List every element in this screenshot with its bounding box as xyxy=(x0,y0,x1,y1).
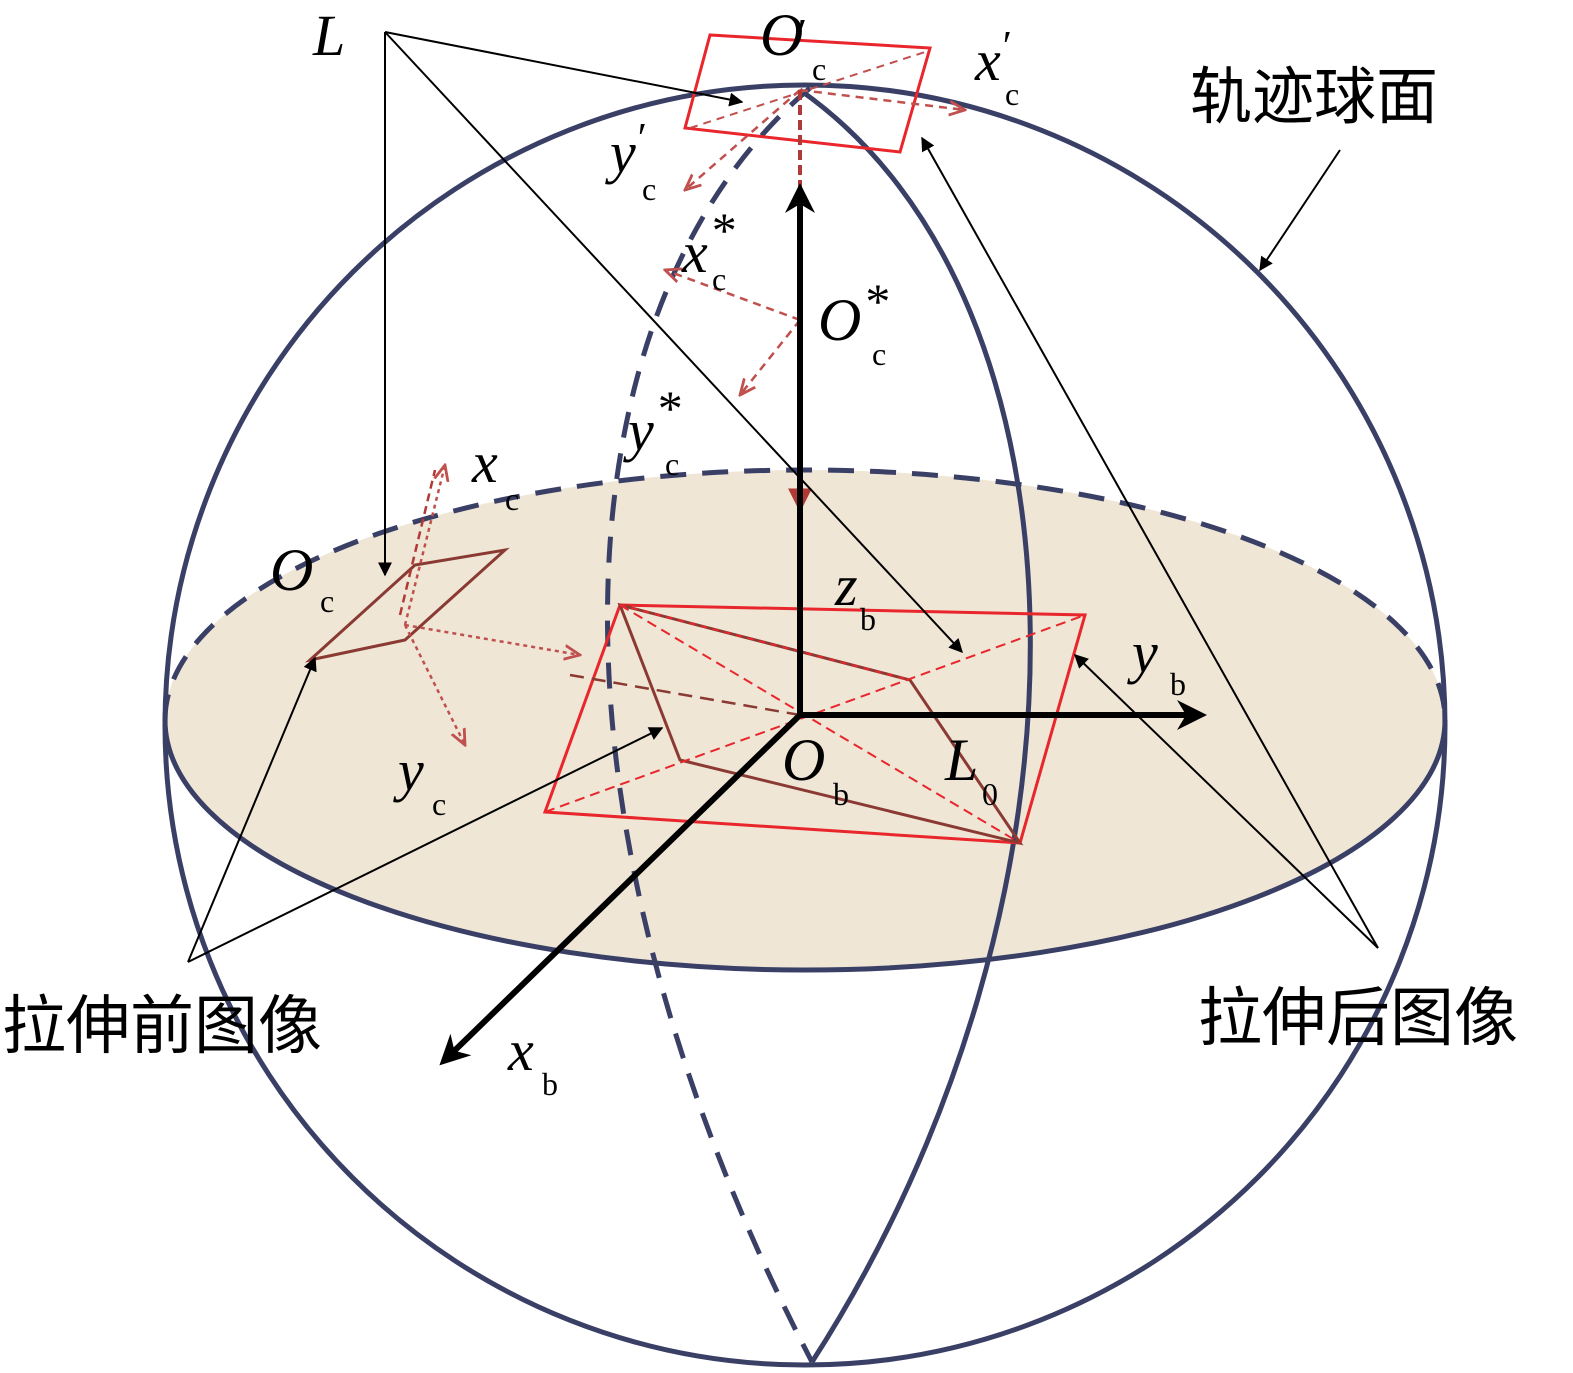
camera-y-axis xyxy=(403,624,465,745)
before-stretch-label: 拉伸前图像 xyxy=(2,990,322,1064)
image-before-stretch xyxy=(304,465,580,745)
camera-prime-y-axis xyxy=(685,89,801,190)
meridian-back xyxy=(605,86,815,1364)
label-yc: yc xyxy=(393,738,446,822)
label-L0: L0 xyxy=(944,727,998,812)
label-xc-star: x*c xyxy=(681,202,737,297)
meridian-front xyxy=(798,87,1033,1364)
equator-front xyxy=(162,719,1448,973)
label-xb: xb xyxy=(507,1018,558,1102)
label-xc-prime: x′c xyxy=(974,24,1019,112)
label-xc: xc xyxy=(471,430,519,517)
leader-lines xyxy=(187,31,1379,963)
label-Ob: Ob xyxy=(782,727,849,812)
after-leader-1 xyxy=(921,136,1379,949)
image-after-stretch-center xyxy=(542,602,1087,846)
before-image-frame xyxy=(304,547,510,663)
label-Oc-star: O*c xyxy=(818,273,890,372)
camera-z-axis xyxy=(404,623,580,655)
sphere-label-leader xyxy=(1259,149,1341,272)
label-yc-star: y*c xyxy=(623,380,683,482)
x-axis xyxy=(439,712,803,1066)
after-leader-2 xyxy=(1073,654,1379,949)
equator-back xyxy=(162,467,1448,721)
label-zb: zb xyxy=(834,553,876,637)
before-leader-2 xyxy=(187,727,664,963)
L-to-top-frame xyxy=(384,31,744,107)
equatorial-plane xyxy=(162,467,1448,973)
after-stretch-label: 拉伸后图像 xyxy=(1198,982,1518,1056)
annotations: 轨迹球面 拉伸前图像 拉伸后图像 xyxy=(2,60,1518,1064)
sphere-outline xyxy=(162,82,1448,1368)
camera-star-y-axis xyxy=(740,319,801,395)
diag-4 xyxy=(569,673,801,717)
L-to-center-frame xyxy=(384,31,963,654)
label-Oc-prime: O′c xyxy=(760,2,826,87)
after-image-frame-top xyxy=(683,33,932,154)
diag-1 xyxy=(619,604,1021,844)
body-axes xyxy=(439,183,1207,1066)
camera-trail xyxy=(398,469,437,616)
camera-x-axis xyxy=(403,465,445,626)
diag-3 xyxy=(619,604,911,681)
label-yc-prime: y′c xyxy=(605,116,656,207)
camera-intermediate xyxy=(665,270,801,395)
before-leader-1 xyxy=(187,656,317,963)
trackball-sphere xyxy=(162,82,1448,1368)
sphere-label: 轨迹球面 xyxy=(1190,60,1438,133)
label-L: L xyxy=(312,3,345,68)
camera-star-x-axis xyxy=(665,270,801,322)
